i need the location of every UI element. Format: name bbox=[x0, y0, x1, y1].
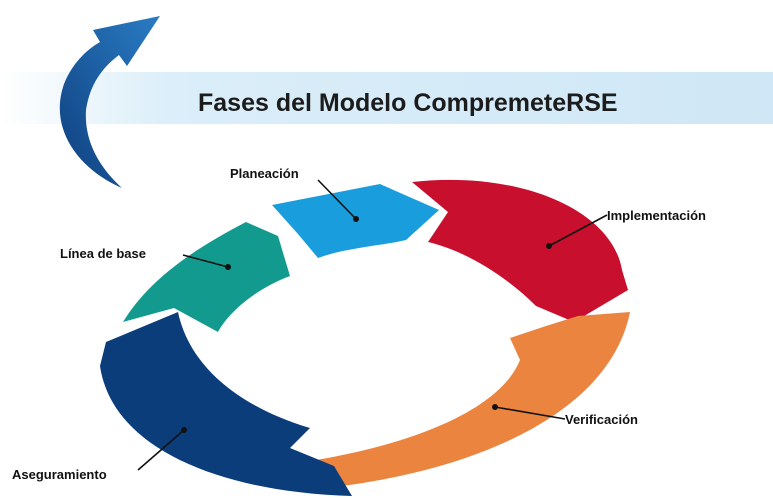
page-title: Fases del Modelo CompremeteRSE bbox=[198, 89, 618, 117]
title-banner bbox=[0, 72, 773, 124]
label-implementacion: Implementación bbox=[607, 208, 706, 223]
curved-arrow-icon bbox=[59, 16, 160, 188]
segment-linea-base bbox=[123, 222, 290, 332]
leader-aseguramiento bbox=[137, 427, 187, 471]
segment-aseguramiento bbox=[100, 312, 352, 496]
leader-planeacion bbox=[317, 179, 359, 222]
segment-verificacion bbox=[316, 312, 630, 486]
leader-linea-base bbox=[182, 254, 231, 270]
label-verificacion: Verificación bbox=[565, 412, 638, 427]
label-aseguramiento: Aseguramiento bbox=[12, 467, 107, 482]
segment-implementacion bbox=[412, 179, 628, 322]
leader-verificacion bbox=[492, 404, 566, 420]
label-planeacion: Planeación bbox=[230, 166, 299, 181]
leader-implementacion bbox=[546, 214, 608, 249]
label-linea-base: Línea de base bbox=[60, 246, 146, 261]
